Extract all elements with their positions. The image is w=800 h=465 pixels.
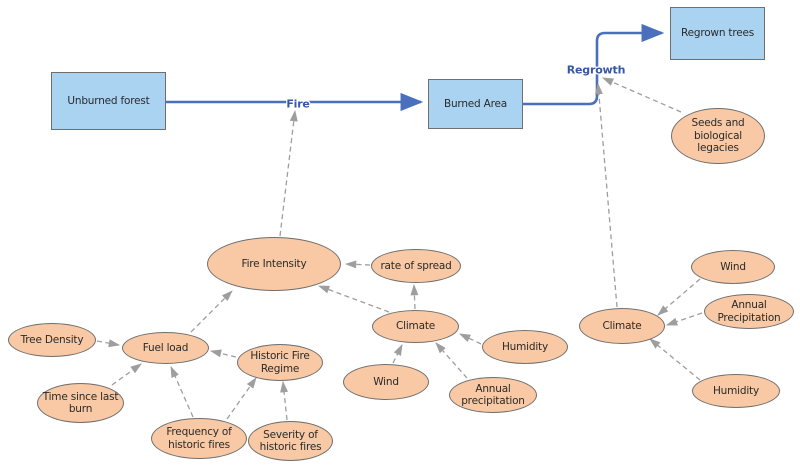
node-label: Wind [720, 260, 746, 273]
node-frequency-of-historic-fires[interactable]: Frequency of historic fires [151, 418, 247, 459]
node-climate-center[interactable]: Climate [372, 310, 459, 343]
node-label: Time since last burn [42, 390, 119, 415]
edge-frequency-of-historic-fires-to-historic-fire-regime [226, 377, 257, 420]
edge-historic-fire-regime-to-fuel-load [209, 349, 237, 358]
node-label: Humidity [501, 340, 548, 353]
node-burned-area[interactable]: Burned Area [428, 79, 523, 129]
edge-rate-of-spread-to-fire-intensity [344, 260, 371, 269]
node-label: Unburned forest [67, 94, 150, 107]
edge-fuel-load-to-fire-intensity [190, 290, 233, 333]
node-unburned-forest[interactable]: Unburned forest [51, 72, 166, 130]
node-humidity-center[interactable]: Humidity [482, 330, 568, 364]
node-label: Annual precipitation [461, 382, 525, 407]
node-annual-precipitation-right[interactable]: Annual Precipitation [704, 294, 794, 329]
edge-fire-intensity-to-fire-label [279, 109, 298, 237]
edge-time-since-last-burn-to-fuel-load [111, 363, 142, 386]
node-fuel-load[interactable]: Fuel load [122, 332, 209, 364]
node-label: Frequency of historic fires [166, 426, 232, 451]
node-severity-of-historic-fires[interactable]: Severity of historic fires [248, 421, 333, 461]
node-label: Fire Intensity [241, 257, 307, 270]
node-label: rate of spread [380, 259, 452, 272]
node-tree-density[interactable]: Tree Density [8, 323, 96, 357]
edge-wind-right-to-climate-right [657, 278, 701, 316]
node-regrown-trees[interactable]: Regrown trees [670, 7, 765, 60]
node-time-since-last-burn[interactable]: Time since last burn [37, 383, 124, 423]
node-label: Historic Fire Regime [250, 350, 310, 375]
edge-climate-right-to-regrowth-label [594, 82, 618, 308]
edge-label-regrowth: Regrowth [566, 63, 626, 77]
edge-seeds-and-biological-legacies-to-regrowth-label [601, 77, 682, 113]
node-rate-of-spread[interactable]: rate of spread [371, 249, 461, 283]
edge-wind-center-to-climate-center [392, 343, 403, 364]
node-wind-right[interactable]: Wind [691, 250, 775, 284]
node-fire-intensity[interactable]: Fire Intensity [207, 237, 341, 291]
edge-annual-precipitation-right-to-climate-right [665, 312, 703, 326]
node-label: Humidity [712, 384, 759, 397]
node-wind-center[interactable]: Wind [343, 364, 429, 400]
edge-humidity-right-to-climate-right [649, 338, 701, 381]
edge-severity-of-historic-fires-to-historic-fire-regime [280, 380, 289, 421]
node-label: Regrown trees [680, 27, 755, 40]
node-label: Climate [602, 319, 642, 332]
edges-group [96, 23, 703, 421]
edge-humidity-center-to-climate-center [458, 333, 482, 345]
edge-climate-center-to-fire-intensity [317, 285, 390, 313]
node-label: Tree Density [20, 333, 84, 346]
edge-climate-center-to-rate-of-spread [410, 283, 419, 310]
edge-tree-density-to-fuel-load [96, 339, 121, 348]
edge-frequency-of-historic-fires-to-fuel-load [170, 365, 194, 418]
node-annual-precipitation-center[interactable]: Annual precipitation [449, 377, 537, 413]
edge-annual-precipitation-center-to-climate-center [435, 342, 468, 379]
node-label: Burned Area [443, 97, 508, 110]
node-label: Fuel load [142, 341, 189, 354]
node-label: Severity of historic fires [259, 428, 322, 453]
node-seeds-and-biological-legacies[interactable]: Seeds and biological legacies [671, 108, 765, 164]
node-label: Climate [395, 320, 435, 333]
edge-label-fire: Fire [286, 97, 310, 111]
node-climate-right[interactable]: Climate [579, 308, 665, 344]
node-label: Wind [373, 375, 399, 388]
edge-burned-area-to-regrown-trees [523, 23, 665, 106]
node-label: Annual Precipitation [717, 299, 781, 324]
node-label: Seeds and biological legacies [691, 117, 745, 155]
node-humidity-right[interactable]: Humidity [692, 374, 780, 408]
node-historic-fire-regime[interactable]: Historic Fire Regime [237, 344, 323, 381]
